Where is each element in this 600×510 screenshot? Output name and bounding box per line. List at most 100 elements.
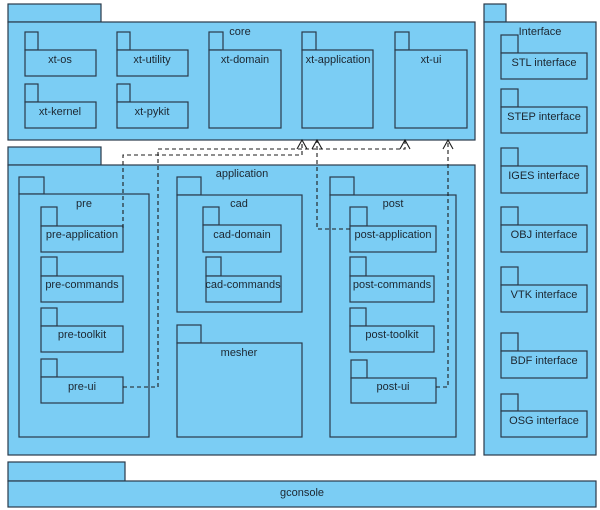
package-label: xt-ui xyxy=(421,54,442,66)
package-osg-interface[interactable]: OSG interface xyxy=(500,393,588,438)
dependency-pre-application-to-xt-application[interactable] xyxy=(122,138,308,228)
package-label: xt-os xyxy=(48,54,72,66)
package-label: cad-commands xyxy=(205,279,281,291)
package-tab xyxy=(18,176,45,195)
package-xt-utility[interactable]: xt-utility xyxy=(116,31,189,77)
package-label: post-ui xyxy=(376,381,409,393)
package-xt-domain[interactable]: xt-domain xyxy=(208,31,282,129)
package-mesher[interactable]: mesher xyxy=(176,324,303,438)
package-label: xt-pykit xyxy=(135,106,170,118)
package-tab xyxy=(500,34,519,54)
dependency-line xyxy=(122,141,303,228)
package-post-ui[interactable]: post-ui xyxy=(350,359,437,404)
package-body xyxy=(500,410,588,438)
package-tab xyxy=(394,31,410,51)
package-tab xyxy=(40,256,58,277)
package-post-application[interactable]: post-application xyxy=(349,206,437,253)
package-body xyxy=(40,325,124,353)
package-label: BDF interface xyxy=(510,355,577,367)
package-label: post-commands xyxy=(353,279,432,291)
package-body xyxy=(350,377,437,404)
package-label: xt-utility xyxy=(133,54,171,66)
package-label: gconsole xyxy=(280,487,324,499)
dependency-post-ui-to-xt-ui[interactable] xyxy=(436,138,454,388)
dependency-pre-ui-to-xt-ui[interactable] xyxy=(123,138,411,388)
package-label: xt-application xyxy=(306,54,371,66)
package-label: xt-domain xyxy=(221,54,269,66)
package-vtk-interface[interactable]: VTK interface xyxy=(500,266,588,313)
package-label: IGES interface xyxy=(508,170,580,182)
open-arrowhead-icon xyxy=(296,138,308,150)
package-body xyxy=(205,275,282,303)
package-xt-os[interactable]: xt-os xyxy=(24,31,97,77)
package-tab xyxy=(500,266,519,286)
package-body xyxy=(500,165,588,194)
package-body xyxy=(116,49,189,77)
package-label: pre-application xyxy=(46,229,118,241)
package-body xyxy=(208,49,282,129)
package-body xyxy=(349,225,437,253)
package-tab xyxy=(7,146,102,166)
dependency-post-application-to-xt-application[interactable] xyxy=(311,138,350,230)
package-tab xyxy=(349,256,367,277)
open-arrowhead-icon xyxy=(442,138,454,150)
package-cad-domain[interactable]: cad-domain xyxy=(202,206,282,253)
package-tab xyxy=(24,83,39,103)
package-label: cad-domain xyxy=(213,229,270,241)
package-label: pre-toolkit xyxy=(58,329,106,341)
package-body xyxy=(500,224,588,253)
package-pre-toolkit[interactable]: pre-toolkit xyxy=(40,307,124,353)
package-label: VTK interface xyxy=(511,289,578,301)
package-label: OSG interface xyxy=(509,415,579,427)
package-tab xyxy=(349,307,367,327)
package-label: pre-ui xyxy=(68,381,96,393)
package-label: pre xyxy=(76,198,92,210)
package-bdf-interface[interactable]: BDF interface xyxy=(500,332,588,379)
package-step-interface[interactable]: STEP interface xyxy=(500,88,588,134)
package-body xyxy=(500,106,588,134)
package-body xyxy=(301,49,374,129)
package-body xyxy=(349,275,435,303)
package-tab xyxy=(208,31,224,51)
dependency-line xyxy=(436,141,449,388)
package-tab xyxy=(7,3,102,23)
package-stl-interface[interactable]: STL interface xyxy=(500,34,588,80)
package-body xyxy=(349,325,435,353)
package-xt-kernel[interactable]: xt-kernel xyxy=(24,83,97,129)
package-tab xyxy=(176,176,202,196)
dependency-line xyxy=(316,141,350,230)
package-xt-ui[interactable]: xt-ui xyxy=(394,31,468,129)
package-tab xyxy=(500,147,519,167)
package-obj-interface[interactable]: OBJ interface xyxy=(500,206,588,253)
package-body xyxy=(500,284,588,313)
package-label: pre-commands xyxy=(45,279,119,291)
package-label: post xyxy=(383,198,404,210)
package-tab xyxy=(116,83,131,103)
package-gconsole[interactable]: gconsole xyxy=(7,461,597,508)
package-cad-commands[interactable]: cad-commands xyxy=(205,256,282,303)
package-post-commands[interactable]: post-commands xyxy=(349,256,435,303)
package-pre-commands[interactable]: pre-commands xyxy=(40,256,124,303)
package-body xyxy=(394,49,468,129)
package-tab xyxy=(202,206,220,226)
package-label: core xyxy=(229,26,250,38)
open-arrowhead-icon xyxy=(311,138,323,150)
package-label: post-application xyxy=(354,229,431,241)
package-xt-application[interactable]: xt-application xyxy=(301,31,374,129)
package-xt-pykit[interactable]: xt-pykit xyxy=(116,83,189,129)
package-body xyxy=(500,350,588,379)
package-tab xyxy=(349,206,368,227)
package-tab xyxy=(116,31,131,51)
package-label: OBJ interface xyxy=(511,229,578,241)
package-pre-application[interactable]: pre-application xyxy=(40,206,124,253)
package-label: mesher xyxy=(221,347,258,359)
package-body xyxy=(202,224,282,253)
package-label: STL interface xyxy=(511,57,576,69)
package-tab xyxy=(301,31,317,51)
package-body xyxy=(40,275,124,303)
package-iges-interface[interactable]: IGES interface xyxy=(500,147,588,194)
package-pre-ui[interactable]: pre-ui xyxy=(40,358,124,404)
package-label: post-toolkit xyxy=(365,329,418,341)
package-post-toolkit[interactable]: post-toolkit xyxy=(349,307,435,353)
